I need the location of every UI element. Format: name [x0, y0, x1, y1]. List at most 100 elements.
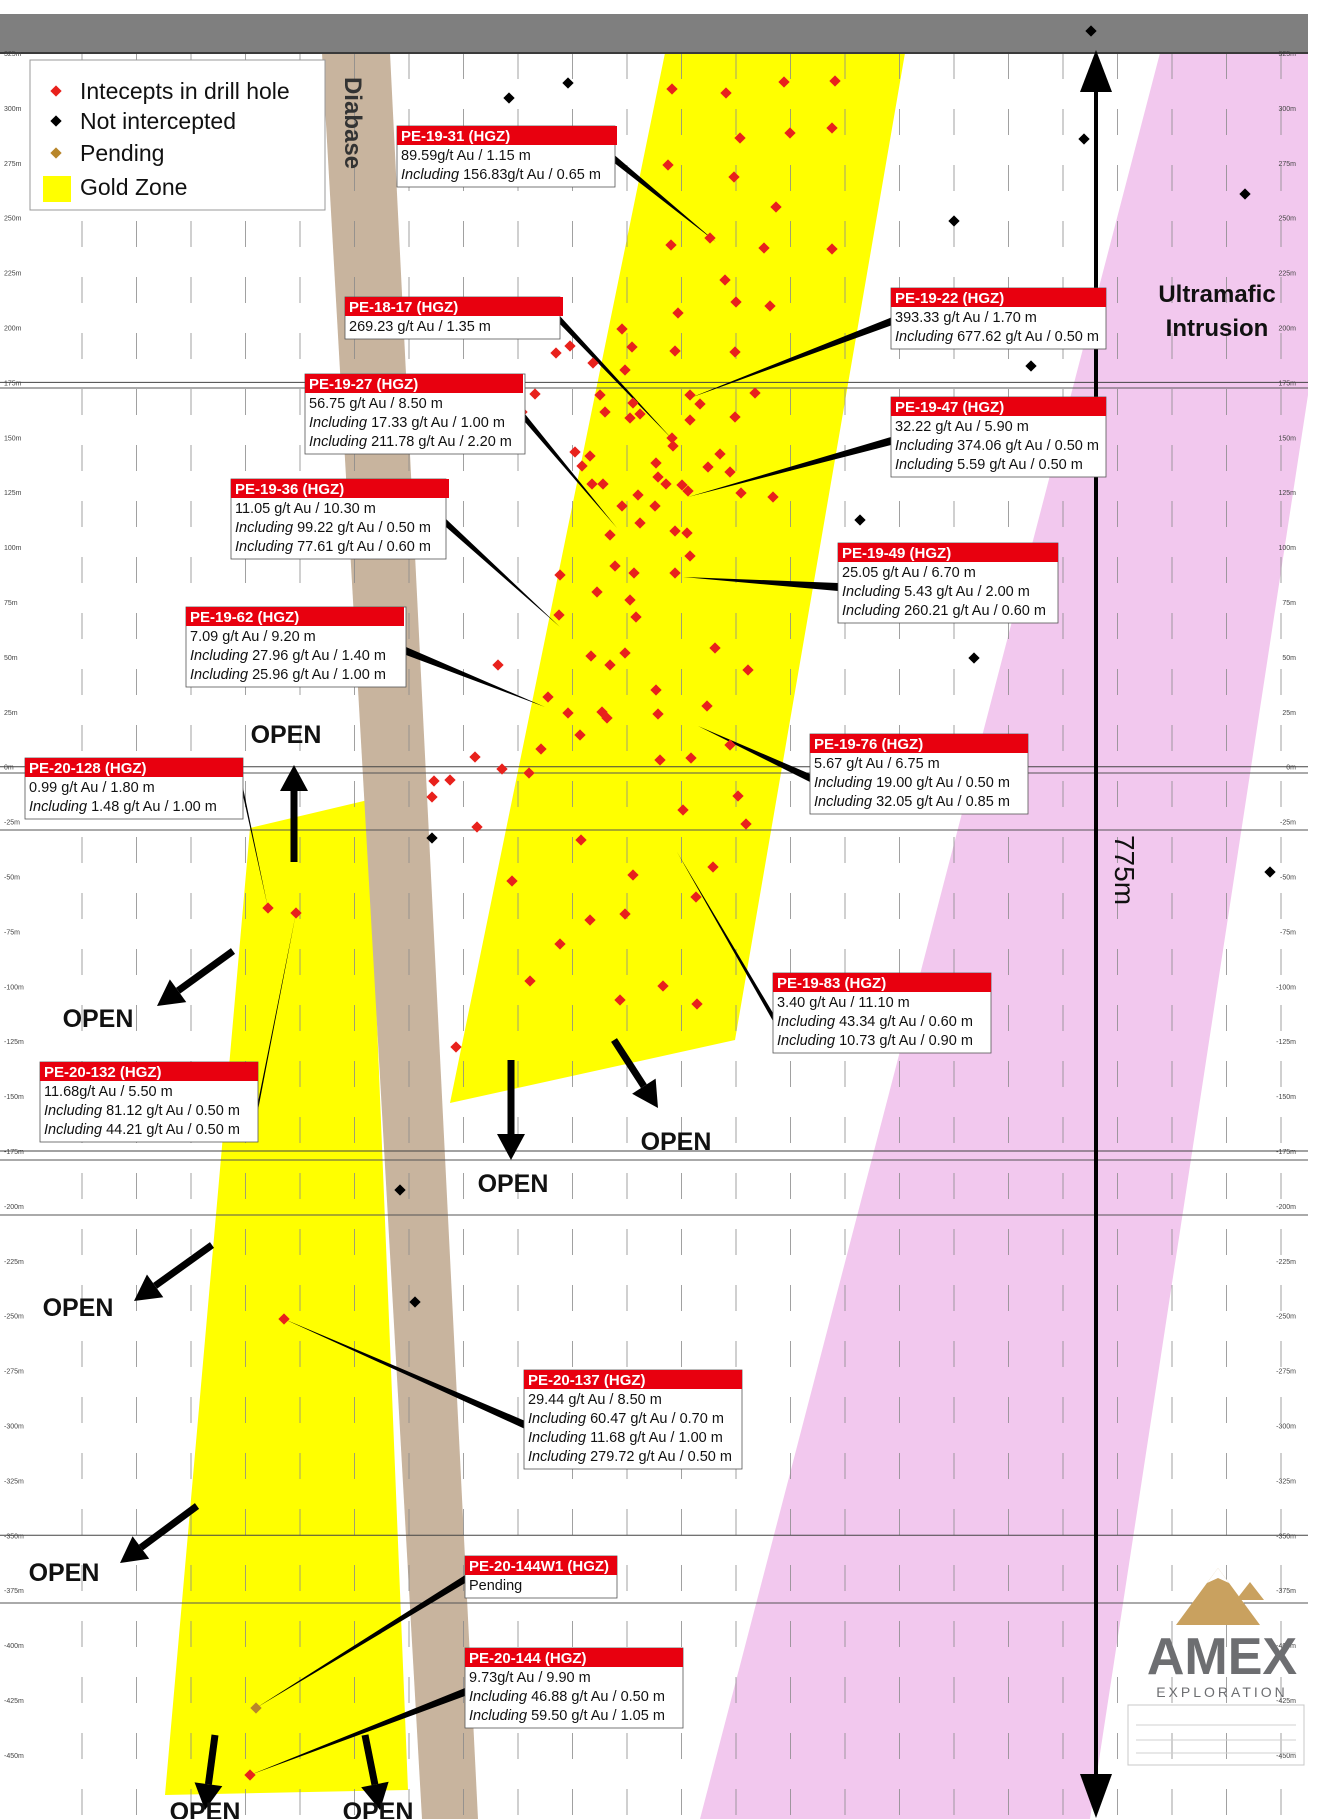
logo-name: AMEX	[1147, 1628, 1298, 1686]
intercept-marker	[554, 938, 566, 950]
intercept-marker	[244, 1769, 256, 1781]
assay-callout: PE-20-144W1 (HGZ)Pending	[464, 1555, 618, 1599]
intercept-marker	[278, 1313, 290, 1325]
assay-callout: PE-20-137 (HGZ)29.44 g/t Au / 8.50 mIncl…	[523, 1369, 743, 1470]
callout-header	[810, 734, 1028, 753]
elevation-tick-label: 225m	[1278, 271, 1296, 278]
intercept-marker	[634, 408, 646, 420]
callout-assay-line: 5.67 g/t Au / 6.75 m	[814, 756, 940, 772]
callout-assay-line: Including 46.88 g/t Au / 0.50 m	[469, 1689, 665, 1705]
intercept-marker	[758, 242, 770, 254]
intercept-marker	[690, 891, 702, 903]
open-label: OPEN	[43, 1294, 114, 1322]
callout-leader-line	[258, 913, 296, 1110]
gold-zone-lower	[165, 800, 408, 1795]
open-arrow-head	[194, 1782, 223, 1810]
intercept-marker	[575, 834, 587, 846]
intercept-marker	[609, 560, 621, 572]
assay-callout: PE-19-49 (HGZ)25.05 g/t Au / 6.70 mInclu…	[837, 542, 1059, 624]
assay-value: 1.48 g/t Au / 1.00 m	[91, 799, 217, 815]
ultramafic-label-line1: Ultramafic	[1158, 281, 1275, 308]
elevation-tick-label: -400m	[4, 1643, 24, 1650]
including-word: Including	[469, 1689, 531, 1705]
intercept-marker	[684, 414, 696, 426]
callout-header	[891, 397, 1106, 416]
assay-value: 5.59 g/t Au / 0.50 m	[957, 457, 1083, 473]
intercept-marker	[724, 466, 736, 478]
elevation-tick-label: 0m	[4, 765, 14, 772]
callout-leader-line	[525, 414, 617, 528]
callout-assay-line: Including 10.73 g/t Au / 0.90 m	[777, 1033, 973, 1049]
intercept-marker	[732, 790, 744, 802]
intercept-marker	[586, 478, 598, 490]
callout-assay-line: Including 27.96 g/t Au / 1.40 m	[190, 648, 386, 664]
elevation-tick-label: -100m	[4, 984, 24, 991]
intercept-marker	[694, 398, 706, 410]
callout-assay-line: 393.33 g/t Au / 1.70 m	[895, 310, 1037, 326]
elevation-tick-label: 150m	[1278, 435, 1296, 442]
intercept-marker	[704, 232, 716, 244]
intercept-marker	[564, 340, 576, 352]
assay-value: 10.73 g/t Au / 0.90 m	[839, 1033, 973, 1049]
including-word: Including	[401, 167, 463, 183]
intercept-marker	[529, 388, 541, 400]
intercept-marker	[591, 586, 603, 598]
assay-value: 19.00 g/t Au / 0.50 m	[876, 775, 1010, 791]
callout-header	[40, 1062, 258, 1081]
elevation-tick-label: -75m	[4, 929, 20, 936]
callout-assay-line: 9.73g/t Au / 9.90 m	[469, 1670, 591, 1686]
open-arrow-shaft	[153, 1242, 215, 1289]
intercept-marker	[550, 347, 562, 359]
elevation-tick-label: -275m	[4, 1369, 24, 1376]
callout-hole-id: PE-19-83 (HGZ)	[777, 975, 886, 992]
ultramafic-label-line2: Intrusion	[1166, 315, 1269, 342]
elevation-tick-label: 250m	[1278, 216, 1296, 223]
elevation-tick-label: -225m	[4, 1259, 24, 1266]
callout-assay-line: 3.40 g/t Au / 11.10 m	[777, 995, 910, 1011]
elevation-axis-right: 325m300m275m250m225m200m175m150m125m100m…	[1276, 51, 1296, 1760]
not-intercepted-marker	[854, 514, 866, 526]
assay-value: 60.47 g/t Au / 0.70 m	[590, 1411, 724, 1427]
elevation-tick-label: 25m	[1282, 710, 1296, 717]
intercept-marker	[535, 743, 547, 755]
intercept-marker	[619, 364, 631, 376]
assay-value: 99.22 g/t Au / 0.50 m	[297, 520, 431, 536]
elevation-tick-label: 175m	[1278, 380, 1296, 387]
intercept-marker	[749, 387, 761, 399]
intercept-marker	[523, 767, 535, 779]
callout-hole-id: PE-20-137 (HGZ)	[528, 1372, 646, 1389]
yellow-square-icon	[43, 176, 71, 202]
open-arrow-head	[280, 765, 308, 791]
intercept-marker	[584, 914, 596, 926]
callout-leader-line	[446, 519, 560, 627]
mountain-logo-icon	[1176, 1568, 1260, 1625]
open-arrow-head	[361, 1781, 389, 1810]
scale-bar-label: 775m	[1109, 835, 1140, 905]
elevation-tick-label: -175m	[4, 1149, 24, 1156]
elevation-tick-label: -250m	[1276, 1314, 1296, 1321]
assay-callout: PE-18-17 (HGZ)269.23 g/t Au / 1.35 m	[344, 296, 563, 340]
callout-hole-id: PE-18-17 (HGZ)	[349, 299, 458, 316]
callout-assay-line: Including 677.62 g/t Au / 0.50 m	[895, 329, 1099, 345]
intercept-marker	[652, 708, 664, 720]
elevation-tick-label: 75m	[1282, 600, 1296, 607]
elevation-tick-label: 275m	[4, 161, 22, 168]
open-label: OPEN	[63, 1005, 134, 1033]
open-label: OPEN	[29, 1559, 100, 1587]
including-word: Including	[842, 603, 904, 619]
callout-header	[465, 1648, 683, 1667]
assay-value: 260.21 g/t Au / 0.60 m	[904, 603, 1046, 619]
intercept-marker	[684, 389, 696, 401]
not-intercepted-marker	[1078, 133, 1090, 145]
elevation-tick-label: 325m	[4, 51, 22, 58]
including-word: Including	[814, 775, 876, 791]
callout-assay-line: 56.75 g/t Au / 8.50 m	[309, 396, 443, 412]
red-diamond-icon	[50, 85, 62, 97]
callout-assay-line: 11.05 g/t Au / 10.30 m	[235, 501, 376, 517]
legend-item-intercepts: Intecepts in drill hole	[50, 78, 290, 104]
callout-assay-line: Including 59.50 g/t Au / 1.05 m	[469, 1708, 665, 1724]
assay-value: 44.21 g/t Au / 0.50 m	[106, 1122, 240, 1138]
intercept-marker	[619, 647, 631, 659]
intercept-marker	[262, 902, 274, 914]
intercept-marker	[492, 659, 504, 671]
